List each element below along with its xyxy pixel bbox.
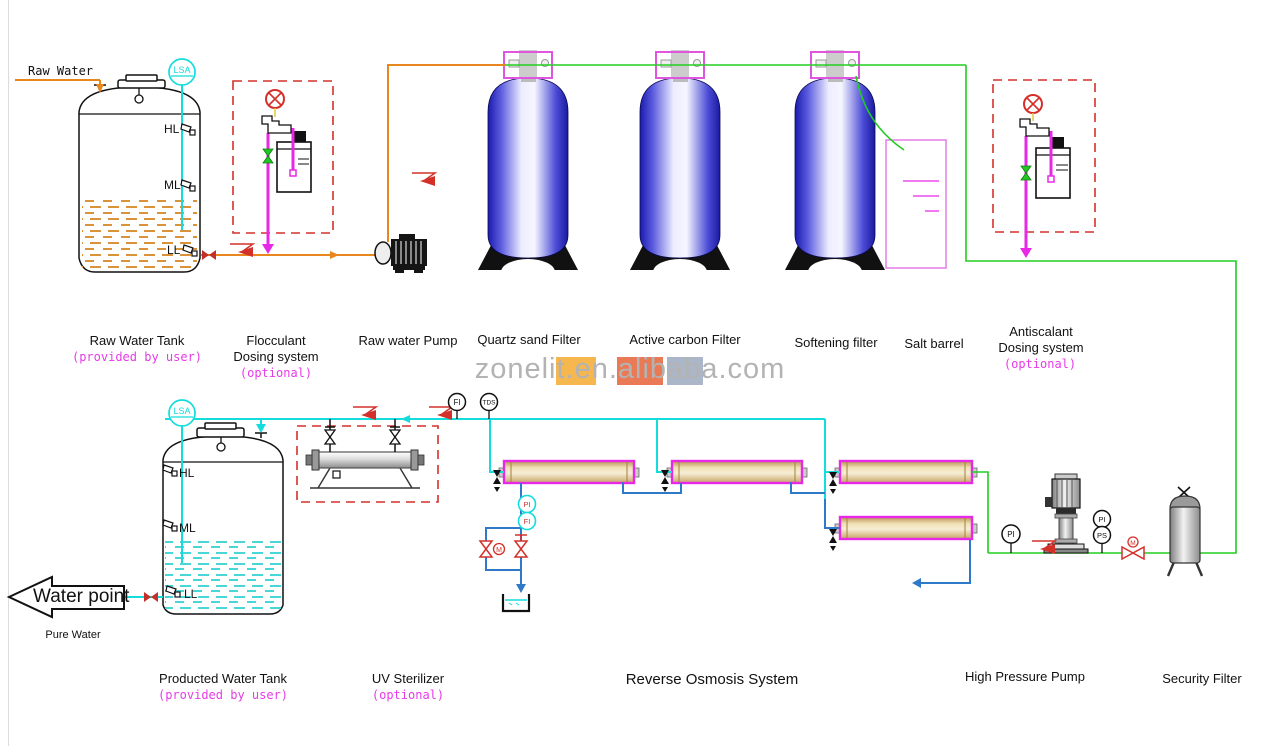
softening-filter-vessel xyxy=(785,50,885,285)
salt-barrel-label: Salt barrel xyxy=(904,336,964,351)
antiscalant-label-2: Dosing system xyxy=(998,340,1084,355)
svg-text:PI: PI xyxy=(1098,515,1105,524)
raw-water-level-fill xyxy=(82,197,197,269)
quartz-sand-filter-vessel xyxy=(478,50,578,285)
salt-barrel xyxy=(885,139,947,269)
quartz-sand-filter-label: Quartz sand Filter xyxy=(477,332,581,347)
antiscalant-dosing-box xyxy=(992,79,1096,233)
softening-filter-label: Softening filter xyxy=(794,335,878,350)
drain-tank xyxy=(501,594,531,613)
green-valve-flocculant xyxy=(262,148,274,164)
uv-sterilizer-label: UV Sterilizer xyxy=(371,671,445,686)
svg-text:FI: FI xyxy=(524,517,531,526)
svg-text:LL: LL xyxy=(184,587,198,601)
watermark-text: zonelit.en.alibaba.com xyxy=(474,353,786,385)
produced-water-tank xyxy=(162,422,284,615)
svg-text:TDS: TDS xyxy=(483,400,497,407)
reverse-osmosis-system-label: Reverse Osmosis System xyxy=(625,671,799,688)
antiscalant-note: (optional) xyxy=(1003,357,1077,371)
svg-text:M: M xyxy=(496,547,502,554)
security-filter-vessel xyxy=(1166,486,1204,577)
tds-meter-gauge: TDS xyxy=(479,392,499,419)
high-pressure-pump-unit xyxy=(1043,473,1089,554)
uv-sterilizer-box xyxy=(296,425,439,503)
flocculant-injector xyxy=(261,89,292,134)
svg-text:PI: PI xyxy=(1007,530,1015,539)
producted-water-tank-label: Producted Water Tank xyxy=(159,671,287,686)
svg-text:PS: PS xyxy=(1097,531,1107,540)
motorized-drain-valve: M xyxy=(478,540,506,558)
ro-membrane-4 xyxy=(834,515,978,541)
svg-text:M: M xyxy=(1130,540,1135,547)
pi-gauge-hp-line: PI xyxy=(1001,524,1021,553)
regulating-valve-hp-line: M xyxy=(1121,536,1145,561)
antiscalant-dosing-tank xyxy=(1035,137,1071,199)
red-valve-pure-water-outlet xyxy=(144,592,158,602)
raw-water-tank-label: Raw Water Tank xyxy=(89,333,185,348)
raw-water-tank xyxy=(78,74,201,273)
antiscalant-label: Antiscalant xyxy=(1009,324,1073,339)
flocculant-label-2: Dosing system xyxy=(233,349,319,364)
watermark-tiles xyxy=(556,357,703,385)
svg-text:PI: PI xyxy=(523,500,530,509)
uv-inlet-valve xyxy=(323,419,337,452)
blue-arrows xyxy=(516,578,921,593)
flocculant-dosing-box xyxy=(232,80,334,234)
flow-indicator-gauge: FI xyxy=(447,392,467,419)
pure-water-level-fill xyxy=(165,541,281,611)
ro-membrane-1 xyxy=(498,459,640,485)
svg-text:LSA: LSA xyxy=(173,65,190,75)
uv-sterilizer-note: (optional) xyxy=(371,688,445,702)
antiscalant-injector xyxy=(1019,94,1050,137)
svg-text:FI: FI xyxy=(453,398,460,407)
check-valve-permeate-1 xyxy=(353,406,379,420)
svg-text:ML: ML xyxy=(179,521,196,535)
producted-water-tank-note: (provided by user) xyxy=(157,688,289,702)
water-point-arrow xyxy=(6,575,125,619)
uv-sterilizer-unit xyxy=(305,449,425,489)
level-switch-glyphs xyxy=(162,123,198,598)
raw-water-pump xyxy=(374,234,427,273)
cyan-arrows xyxy=(256,415,410,433)
raw-water-label: Raw Water xyxy=(28,64,94,78)
svg-text:ML: ML xyxy=(164,178,181,192)
membrane-sampling-valves xyxy=(493,470,837,551)
magenta-arrows xyxy=(262,169,1055,258)
svg-text:HL: HL xyxy=(164,122,180,136)
active-carbon-filter-vessel xyxy=(630,50,730,285)
red-valve-raw-tank-outlet xyxy=(202,250,216,260)
ro-membrane-2 xyxy=(666,459,808,485)
flocculant-note: (optional) xyxy=(239,366,313,380)
water-point-label: Water point xyxy=(33,586,130,607)
lsa-level-sensor-raw: LSA xyxy=(168,58,196,86)
pi-fi-gauges-drain: PI FI xyxy=(517,494,537,531)
manual-drain-valve xyxy=(513,534,529,558)
check-valve-hp-line xyxy=(1032,540,1058,554)
treated-water-pipes-green xyxy=(506,64,1237,554)
security-filter-label: Security Filter xyxy=(1162,671,1242,686)
check-valve-raw-line xyxy=(230,243,256,257)
page-edge-line xyxy=(8,0,9,746)
flocculant-label: Flocculant xyxy=(246,333,306,348)
raw-water-tank-note: (provided by user) xyxy=(71,350,203,364)
high-pressure-pump-label: High Pressure Pump xyxy=(965,669,1085,684)
tank-level-labels: HL ML LL HL ML LL xyxy=(164,122,198,601)
orange-arrows xyxy=(96,84,339,259)
active-carbon-filter-label: Active carbon Filter xyxy=(629,332,741,347)
svg-text:LL: LL xyxy=(167,243,181,257)
svg-text:HL: HL xyxy=(179,466,195,480)
green-valve-antiscalant xyxy=(1020,165,1032,181)
raw-water-pump-label: Raw water Pump xyxy=(358,333,458,348)
lsa-level-sensor-pure: LSA xyxy=(168,399,196,427)
pure-water-label: Pure Water xyxy=(45,629,101,641)
svg-text:LSA: LSA xyxy=(173,406,190,416)
uv-outlet-valve xyxy=(388,419,402,452)
pi-ps-gauges-hp-line: PI PS xyxy=(1092,509,1112,553)
ro-membrane-3 xyxy=(834,459,978,485)
check-valve-floating xyxy=(412,172,438,186)
